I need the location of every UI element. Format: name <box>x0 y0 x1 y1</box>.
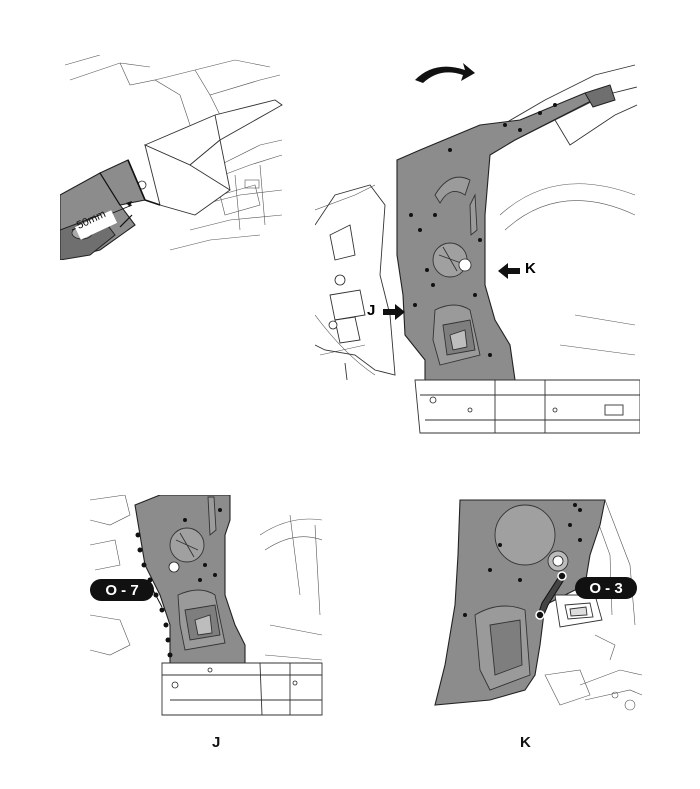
weld-points-o7 <box>135 508 222 658</box>
view-j-drawing <box>90 495 323 716</box>
callout-o3-label: O - 3 <box>589 579 623 597</box>
main-pillar-drawing <box>315 63 640 434</box>
callout-o7-label: O - 7 <box>105 581 139 599</box>
view-k: O - 3 <box>430 495 645 720</box>
curved-arrow-icon <box>415 63 475 83</box>
arrow-j-label: J <box>367 302 376 319</box>
view-k-caption: K <box>520 734 531 751</box>
callout-o3-badge: O - 3 <box>575 577 637 599</box>
view-j: O - 7 <box>90 495 325 720</box>
view-k-drawing <box>434 499 643 711</box>
detail-cut-view: 50mm <box>60 55 285 260</box>
main-pillar-view: K J <box>315 55 640 440</box>
view-j-caption: J <box>212 734 221 751</box>
weld-points-o3 <box>535 571 567 620</box>
arrow-k-icon <box>498 263 520 279</box>
callout-o7-badge: O - 7 <box>90 579 154 601</box>
arrow-k-label: K <box>525 260 536 277</box>
detail-cut-drawing <box>60 55 283 260</box>
arrow-j-icon <box>383 304 405 320</box>
